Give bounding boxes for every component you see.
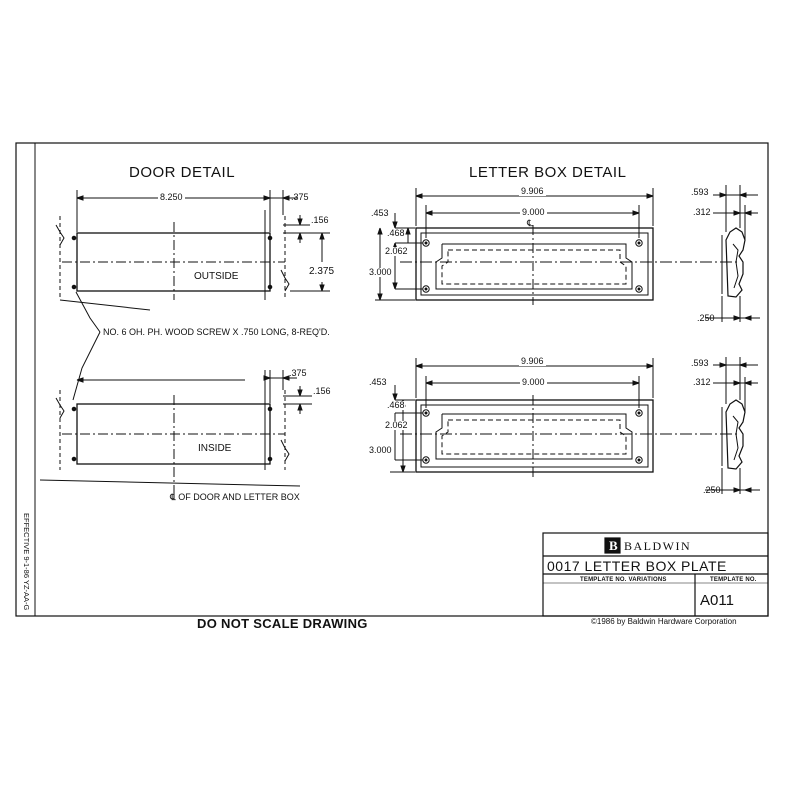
door-detail-heading: DOOR DETAIL <box>129 164 236 181</box>
lb-side-thickness-bottom: .250 <box>703 485 721 495</box>
lb-hole-offset-bottom: .468 <box>387 400 405 410</box>
brand-logo-box <box>604 537 621 554</box>
title-block <box>542 532 769 617</box>
screw-leader-upper <box>75 291 101 333</box>
letterbox-view-top <box>375 185 760 322</box>
lb-overall-height-bottom: 3.000 <box>369 445 392 455</box>
door-height-dim: 2.375 <box>309 266 335 277</box>
screw-note: NO. 6 OH. PH. WOOD SCREW X .750 LONG, 8-… <box>103 327 330 337</box>
brand-logo-letter: B <box>609 538 618 553</box>
door-offset-dim-bottom: .375 <box>289 368 307 378</box>
effective-date-note: EFFECTIVE 9-1-86 YZ-AA-G <box>22 513 31 611</box>
door-edge-dim-top: .156 <box>311 215 329 225</box>
lb-overall-height-top: 3.000 <box>369 267 392 277</box>
lb-side-thickness-top: .250 <box>697 313 715 323</box>
outside-label: OUTSIDE <box>194 271 239 282</box>
sheet-border <box>15 142 769 617</box>
brand-name: BALDWIN <box>624 539 692 553</box>
lb-hole-offset-top: .468 <box>387 228 405 238</box>
lb-opening-height-top: 2.062 <box>385 246 408 256</box>
lb-top-margin-bottom: .453 <box>369 377 387 387</box>
lb-hole-width-top: 9.000 <box>520 207 547 217</box>
do-not-scale-note: DO NOT SCALE DRAWING <box>197 616 368 631</box>
door-edge-dim-bottom: .156 <box>313 386 331 396</box>
lb-side-flange-bottom: .312 <box>693 377 711 387</box>
drawing-title: 0017 LETTER BOX PLATE <box>547 558 727 574</box>
lb-side-depth-top: .593 <box>691 187 709 197</box>
lb-side-flange-top: .312 <box>693 207 711 217</box>
door-outside-view <box>55 190 330 300</box>
lb-top-margin-top: .453 <box>371 208 389 218</box>
lb-centerline-mark-top: ℄ <box>527 218 533 228</box>
variations-label: TEMPLATE NO. VARIATIONS <box>580 577 667 583</box>
copyright-note: ©1986 by Baldwin Hardware Corporation <box>591 617 737 626</box>
lb-side-depth-bottom: .593 <box>691 358 709 368</box>
template-number: A011 <box>700 592 734 609</box>
letter-box-detail-heading: LETTER BOX DETAIL <box>469 164 627 181</box>
lb-overall-width-bottom: 9.906 <box>519 356 546 366</box>
door-width-dim: 8.250 <box>158 192 185 202</box>
lb-opening-height-bottom: 2.062 <box>385 420 408 430</box>
inside-label: INSIDE <box>198 443 232 454</box>
template-no-label: TEMPLATE NO. <box>710 577 757 583</box>
centerline-note: ℄ OF DOOR AND LETTER BOX <box>170 492 300 502</box>
letterbox-view-bottom <box>390 357 760 494</box>
screw-leader-lower <box>72 331 101 401</box>
door-offset-dim-top: .375 <box>291 192 309 202</box>
lb-overall-width-top: 9.906 <box>519 186 546 196</box>
lb-hole-width-bottom: 9.000 <box>520 377 547 387</box>
door-inside-view <box>39 370 312 500</box>
